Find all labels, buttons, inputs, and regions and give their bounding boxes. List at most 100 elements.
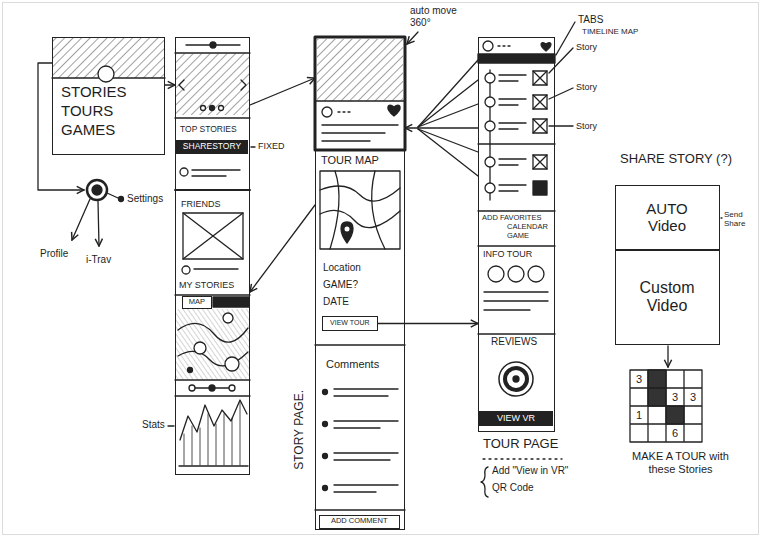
annotation: FIXED [258,141,285,151]
text-scribble [334,395,388,396]
text-scribble [322,124,398,125]
avatar-circle [322,107,332,117]
text-slot: GAME? [323,279,358,291]
map-contour [320,210,400,227]
label-slot: 3 [636,373,642,386]
box-label: Custom Video [631,279,703,316]
screen-text: GAME [507,232,529,241]
share-option-box: AUTO Video [615,185,720,250]
annotation: MAKE A TOUR with these Stories [618,450,743,475]
info-circle [488,266,504,282]
text-scribble [499,80,518,81]
stats-bars [184,402,240,465]
text-scribble [499,74,526,75]
hub-dot [92,185,102,195]
dot [189,385,195,391]
label-slot: auto move 360° [410,5,468,28]
divider [478,333,555,334]
grid-number: 6 [672,427,678,440]
text-slot: TOURS [61,102,113,119]
text-scribble [192,169,240,170]
text-slot: VIEW TOUR [330,319,369,327]
leader-line [667,346,668,367]
timeline-stop [485,73,495,83]
label-slot: STORY PAGE. [293,390,307,470]
carousel-arrow [241,80,246,90]
text-slot: ADD FAVORITES [482,214,541,223]
info-circle [528,266,544,282]
text-scribble [484,291,548,292]
screen-text: STORIES [61,83,127,100]
screen-text: GAMES [61,121,115,138]
divider [315,509,405,510]
flow-arrow [405,127,478,128]
divider [175,189,250,191]
text-slot: FRIENDS [181,199,221,209]
box-label: VIEW TOUR [330,319,369,327]
annotation: QR Code [492,482,534,494]
annotation: Send Share [724,210,757,228]
more-dots [338,111,350,112]
text-scribble [499,158,526,159]
home-screen: TOP STORIESFRIENDSMY STORIESSHARESTORYMA… [175,37,250,475]
flow-arrow [250,205,315,292]
leader-line [168,425,174,426]
leader-line [556,22,575,55]
story-thumb [533,95,547,109]
screen-text: REVIEWS [491,336,537,348]
annotation: Story [576,82,597,92]
text-slot: TOUR MAP [321,154,379,167]
label-slot: 6 [672,427,678,440]
label-slot: 3 [672,391,678,404]
text-scribble [499,164,518,165]
dot [210,106,215,111]
image-hatch [317,39,403,101]
grid-number: 3 [672,391,678,404]
comment-bullet [323,422,328,427]
screen-text: FRIENDS [181,199,221,209]
text-scribble [334,420,398,421]
text-scribble [499,128,518,129]
label-slot: Stats [142,419,165,431]
story-link-line [418,80,478,127]
text-slot: SHARESTORY [183,142,241,152]
grid-number: 1 [636,409,642,422]
map-marker [194,342,206,354]
image-cross [533,155,547,169]
annotation: TABS [578,14,603,26]
more-dots [498,45,510,46]
map-road [330,171,339,249]
map-road [372,171,385,249]
divider [175,395,250,396]
leader-line [407,32,418,44]
text-scribble [334,491,376,492]
stats-axis [179,465,248,466]
text-slot: ADD COMMENT [331,517,388,526]
text-scribble [334,459,390,460]
image-cross [183,213,243,259]
text-slot: AUTO Video [631,200,703,235]
dot [210,42,216,48]
story-thumb [533,71,547,85]
heart-icon [541,43,551,51]
annotation: TOUR PAGE [483,437,558,452]
leader-line [98,201,99,246]
annotation: Stats [142,419,165,431]
annotation: STORY PAGE. [293,390,307,470]
annotation: auto move 360° [410,5,468,28]
info-circle [508,266,524,282]
bracket [481,467,488,497]
grid-cell-dark [666,406,684,424]
text-scribble [322,140,370,141]
label-slot: TABS [578,14,603,26]
leader-line [549,125,573,126]
screen-text: TOP STORIES [180,125,237,135]
timeline [489,70,490,200]
text-scribble [499,184,526,185]
screen-text: DATE [323,296,349,308]
timeline-stop [485,157,495,167]
label-slot: 1 [636,409,642,422]
text-slot: GAMES [61,121,115,138]
leader-line [107,193,118,198]
story-grid [630,370,702,442]
